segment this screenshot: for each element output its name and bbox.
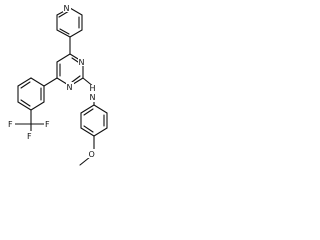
bond-inner (83, 108, 94, 116)
atom-bg (78, 57, 86, 66)
bond-inner (59, 28, 70, 35)
atom-label-pyrimidine-n-upper: N (79, 58, 85, 67)
atom-bg (26, 131, 34, 140)
bond (69, 29, 83, 38)
bond-inner (20, 81, 31, 89)
bond (93, 104, 108, 114)
bond (80, 127, 95, 137)
atom-bg (66, 82, 74, 91)
bond (80, 104, 95, 114)
bond (56, 53, 71, 63)
atom-bg (88, 149, 97, 158)
bond (30, 77, 45, 87)
anisole-ring (80, 104, 108, 137)
atom-bg (89, 85, 98, 102)
bond-pyrimidine-phenyl (43, 77, 58, 87)
bond (17, 101, 32, 111)
atom-label-cf3-f-left: F (8, 120, 13, 129)
bond (30, 101, 45, 111)
atom-label-pyridine-n: N (64, 4, 70, 13)
phenyl-ring (17, 77, 45, 111)
atom-bg (7, 119, 15, 128)
bond (56, 29, 71, 38)
bond-inner (83, 125, 94, 133)
bond (17, 77, 32, 87)
pyridine-ring (56, 7, 83, 38)
atom-label-amine-h: H (90, 84, 96, 93)
atom-label-cf3-f-right: F (45, 120, 50, 129)
atom-label-cf3-f-mid: F (27, 132, 32, 141)
bond (69, 7, 83, 16)
bond-inner (20, 99, 31, 107)
bond (93, 127, 108, 137)
atom-label-methoxy-o: O (89, 150, 95, 159)
atom-bg (63, 3, 71, 12)
bond-oxygen-methyl (79, 156, 91, 166)
atom-label-amine-n: N (90, 93, 96, 102)
atom-label-pyrimidine-n-lower: N (67, 83, 73, 92)
bond-inner (71, 75, 81, 83)
molecule-diagram: N N N H N F F F O (7, 3, 108, 166)
atom-bg (44, 119, 52, 128)
